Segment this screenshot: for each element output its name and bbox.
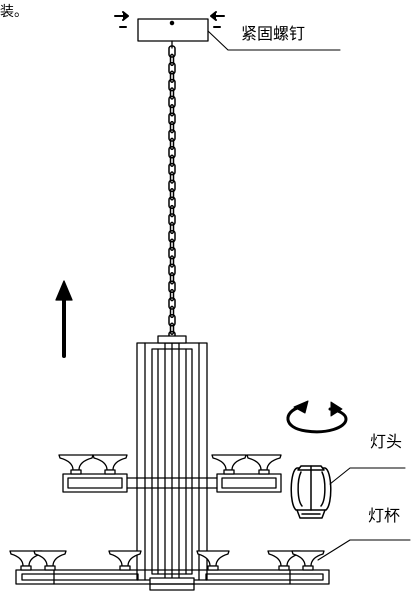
lamp-cup-socket <box>302 565 314 571</box>
lamp-cup-socket <box>223 469 235 475</box>
up-arrow-icon <box>55 280 73 358</box>
lower-arms <box>15 569 330 585</box>
chain-link <box>169 305 175 319</box>
chain-link <box>168 146 176 159</box>
lamp-cup <box>246 454 282 471</box>
chain-link <box>168 280 176 293</box>
ceiling-canopy <box>137 18 209 49</box>
top-text-fragment: 装。 <box>0 4 28 20</box>
chain-link <box>169 238 175 251</box>
lamp-cups <box>9 454 325 571</box>
chain-link <box>168 112 176 125</box>
lamp-cup-socket <box>207 565 219 571</box>
chain-link <box>168 62 176 75</box>
chain-link <box>169 120 175 134</box>
screw-label: 紧固螺钉 <box>241 24 306 43</box>
rotate-arrow-icon <box>286 400 348 434</box>
chain-link <box>168 162 176 176</box>
lamp-cup <box>33 550 67 567</box>
chain-link <box>169 272 175 285</box>
chain-link <box>168 314 176 327</box>
lamp-cup <box>211 454 247 471</box>
lamp-head-detail <box>290 465 406 519</box>
lamp-cup-socket <box>258 469 270 475</box>
lamp-cup-socket <box>44 565 56 571</box>
lamp-cup-socket <box>278 565 290 571</box>
lamp-cup-socket <box>104 469 116 475</box>
lamp-cup-leader-line <box>317 539 411 561</box>
chain-link <box>168 230 176 243</box>
chain-link <box>169 255 175 268</box>
chain-link <box>169 53 175 67</box>
lamp-head-label: 灯头 <box>370 432 403 451</box>
chain-link <box>168 263 176 277</box>
screw-leader-line <box>207 30 341 51</box>
chain-link <box>169 104 175 117</box>
chain-link <box>169 70 175 83</box>
chain-link <box>168 297 176 310</box>
lamp-cup-label: 灯杯 <box>368 506 401 525</box>
chain-link <box>168 78 176 92</box>
chain-link <box>168 179 176 193</box>
lamp-cup <box>108 550 142 567</box>
chain-link <box>169 204 175 218</box>
chain-link <box>168 45 176 58</box>
chain-link <box>168 95 176 109</box>
lamp-cup-socket <box>119 565 131 571</box>
chain-link <box>169 137 175 151</box>
chain-link <box>168 246 176 260</box>
central-column <box>136 335 208 591</box>
push-arrow-icon <box>114 11 225 28</box>
chain-link <box>169 188 175 201</box>
chain <box>168 45 176 344</box>
chain-link <box>169 288 175 302</box>
lamp-cup <box>92 454 128 471</box>
chain-link <box>168 129 176 142</box>
lamp-cup-socket <box>20 565 32 571</box>
upper-arms <box>62 473 282 493</box>
chain-link <box>169 154 175 167</box>
lamp-head-leader-line <box>329 467 406 485</box>
chain-link <box>168 196 176 209</box>
chain-link <box>169 221 175 235</box>
lamp-cup <box>58 454 94 471</box>
chain-link <box>168 213 176 226</box>
chain-link <box>169 322 175 335</box>
lamp-cup <box>291 550 325 567</box>
lamp-cup-socket <box>70 469 82 475</box>
chain-link <box>169 87 175 100</box>
chain-link <box>169 171 175 184</box>
